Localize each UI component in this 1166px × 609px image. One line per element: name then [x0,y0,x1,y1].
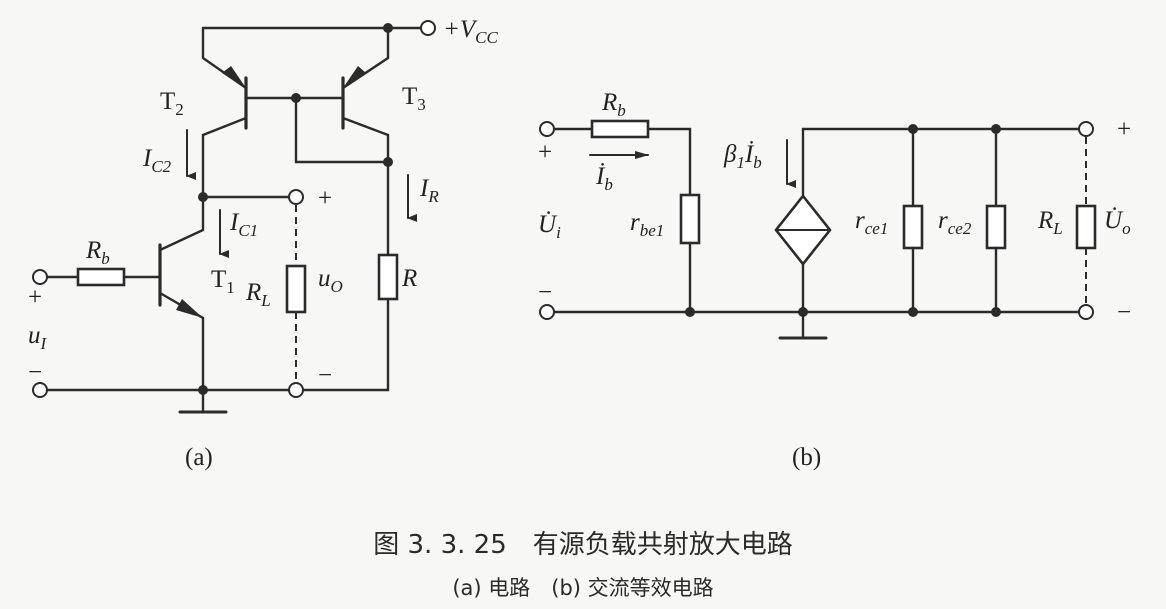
b-output-terminal-plus [1078,121,1094,137]
circuit-b: Rb İb rbe1 + U̇i − β1İb rce1 rce2 [538,89,1131,471]
output-plus: + [318,185,332,212]
rl-b-label: RL [1037,207,1063,238]
ic1-label: IC1 [229,209,258,240]
output-terminal-plus [288,189,304,205]
t1-collector [158,195,205,252]
subfig-b-label: (b) [792,444,821,471]
t1-emitter-arrow [176,299,203,318]
input-terminal-plus [32,269,48,285]
input-minus: − [28,359,42,386]
b-output-plus: + [1117,116,1131,143]
input-plus: + [28,284,42,311]
resistor-rbe1 [679,193,701,245]
input-terminal-minus [32,382,48,398]
rl-a-label: RL [245,279,271,310]
resistor-rce2 [985,204,1007,250]
rbe1-label: rbe1 [630,209,664,240]
rb-a-label: Rb [85,237,110,268]
resistor-r [377,253,399,301]
b-ui-label: U̇i [538,211,561,242]
subfig-a-label: (a) [185,444,213,471]
t2-collector [201,116,248,197]
resistor-rb-b [590,119,650,139]
rce1-label: rce1 [855,207,888,238]
transistor-t1: T1 [158,195,235,392]
transistor-t3: T3 [341,26,426,164]
r-lower-wire [294,297,390,392]
vcc-label: +VCC [443,16,498,47]
figure-caption-title: 图 3. 3. 25 有源负载共射放大电路 [373,530,793,560]
resistor-rb-a [76,267,126,287]
b-input-minus: − [538,279,552,306]
b-uo-label: U̇o [1104,207,1131,238]
circuit-a: +VCC T2 T3 R IR IC2 [28,16,498,471]
output-terminal-minus [288,382,304,398]
t3-label: T3 [402,83,426,114]
transistor-t2: T2 [160,26,248,197]
b-input-terminal-plus [539,121,555,137]
t2-emitter-arrow [222,66,246,88]
ib-label: İb [595,163,613,194]
output-minus: − [318,362,332,389]
t1-label: T1 [211,266,235,297]
resistor-rl-b [1075,204,1097,250]
resistor-rce1 [902,204,924,250]
t3-collector [341,116,390,164]
t3-emitter-arrow [343,66,366,88]
resistor-rl-a [285,264,307,314]
t2-label: T2 [160,88,184,119]
figure-caption-subtitle: (a) 电路 (b) 交流等效电路 [452,576,713,600]
uo-label: uO [318,265,343,296]
b-node-rbe1 [685,307,695,317]
rb-b-label: Rb [601,89,626,120]
ic2-label: IC2 [142,145,172,176]
vcc-terminal [420,20,436,36]
t3-diode-link [294,96,390,164]
beta-ib-label: β1İb [723,141,762,172]
ui-label: uI [28,322,48,353]
b-input-plus: + [538,139,552,166]
b-input-wire-b [646,127,692,197]
b-output-terminal-minus [1078,304,1094,320]
b-output-minus: − [1117,299,1131,326]
r-label: R [401,265,417,292]
ir-label: IR [419,175,439,206]
b-input-terminal-minus [539,304,555,320]
rce2-label: rce2 [938,207,972,238]
